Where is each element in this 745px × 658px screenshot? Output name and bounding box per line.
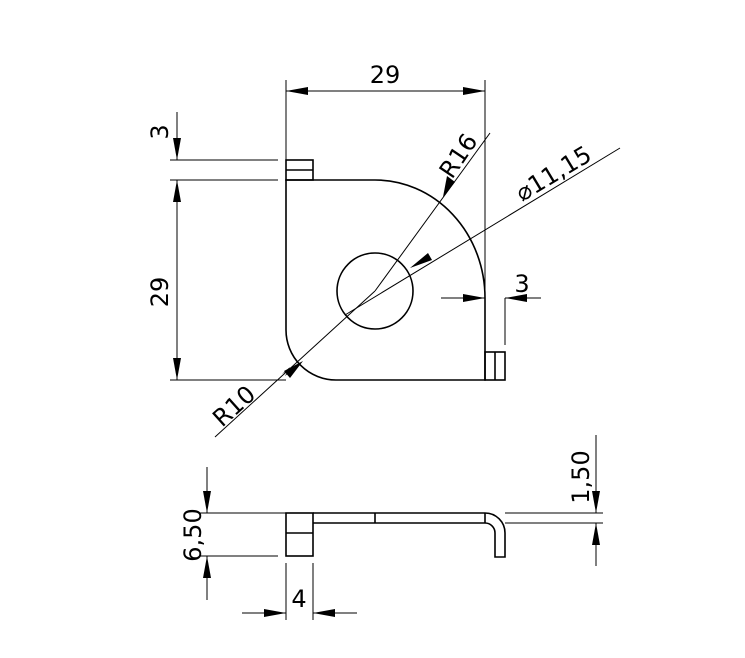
hole: [336, 252, 414, 330]
side-view: 6,50 1,50 4: [179, 435, 603, 620]
side-plate: [313, 512, 506, 558]
dim-radius-large: R16: [434, 129, 484, 184]
dim-tab-offset: 3: [514, 270, 529, 298]
side-tab-block: [285, 512, 314, 557]
dim-tab-height: 3: [146, 124, 174, 139]
dim-total-height: 6,50: [179, 508, 207, 561]
dim-radius-small: R10: [207, 380, 261, 432]
dim-height: 29: [146, 277, 174, 308]
top-view: 29 3 29 R16 R10 ⌀11,15 3: [146, 61, 621, 438]
dim-hole-diameter: ⌀11,15: [511, 140, 597, 207]
dim-width: 29: [370, 61, 401, 89]
dim-tab-width: 4: [291, 585, 306, 613]
dim-thickness: 1,50: [567, 450, 595, 503]
plate-outline: [285, 179, 486, 381]
